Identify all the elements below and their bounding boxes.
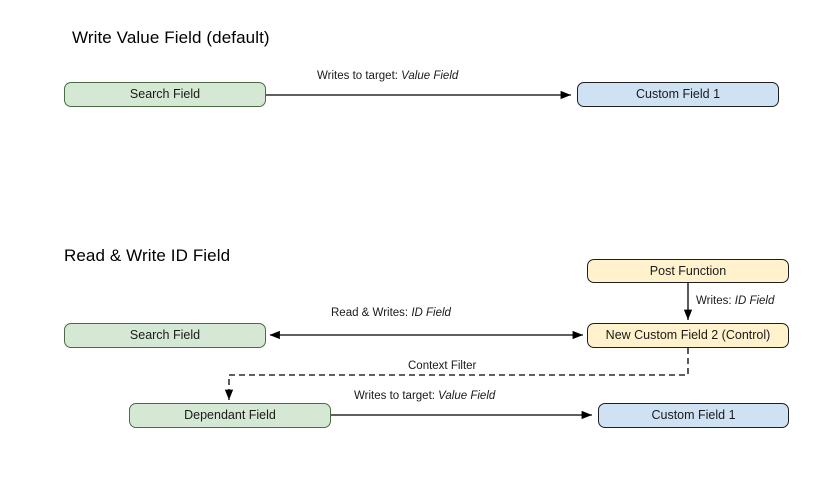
node-label: Search Field (129, 328, 201, 343)
node-label: Post Function (649, 263, 727, 278)
node-label: Custom Field 1 (651, 408, 736, 423)
node-s1-search-field[interactable]: Search Field (64, 82, 266, 107)
section-title-read-write-id-field: Read & Write ID Field (64, 246, 231, 265)
edge-label-s2-writes-id-field: Writes: ID Field (696, 295, 774, 308)
edge-label-s1-writes-to-target: Writes to target: Value Field (317, 70, 458, 83)
edge-label-emphasis: ID Field (734, 295, 775, 307)
section-title-write-value-field: Write Value Field (default) (72, 28, 270, 47)
node-s1-custom-field-1[interactable]: Custom Field 1 (577, 82, 779, 107)
edge-label-emphasis: Value Field (401, 70, 459, 82)
edge-label-prefix: Writes: (696, 295, 735, 307)
edge-label-prefix: Read & Writes: (331, 307, 412, 319)
edge-label-s2-writes-to-target: Writes to target: Value Field (354, 390, 495, 403)
node-label: New Custom Field 2 (Control) (605, 328, 771, 343)
edge-label-prefix: Context Filter (408, 360, 477, 372)
node-s2-search-field[interactable]: Search Field (64, 323, 266, 348)
node-s2-new-custom-field-2[interactable]: New Custom Field 2 (Control) (587, 323, 789, 348)
node-s2-dependant-field[interactable]: Dependant Field (129, 403, 331, 428)
node-s2-post-function[interactable]: Post Function (587, 259, 789, 283)
edge-label-s2-read-writes-id-field: Read & Writes: ID Field (331, 307, 451, 320)
edge-label-s2-context-filter: Context Filter (404, 360, 481, 373)
edge-label-prefix: Writes to target: (354, 390, 439, 402)
node-label: Dependant Field (184, 408, 276, 423)
node-s2-custom-field-1[interactable]: Custom Field 1 (598, 403, 789, 428)
edge-label-prefix: Writes to target: (317, 70, 402, 82)
node-label: Search Field (129, 87, 201, 102)
edge-label-emphasis: ID Field (411, 307, 451, 319)
node-label: Custom Field 1 (635, 87, 721, 102)
edge-label-emphasis: Value Field (438, 390, 496, 402)
